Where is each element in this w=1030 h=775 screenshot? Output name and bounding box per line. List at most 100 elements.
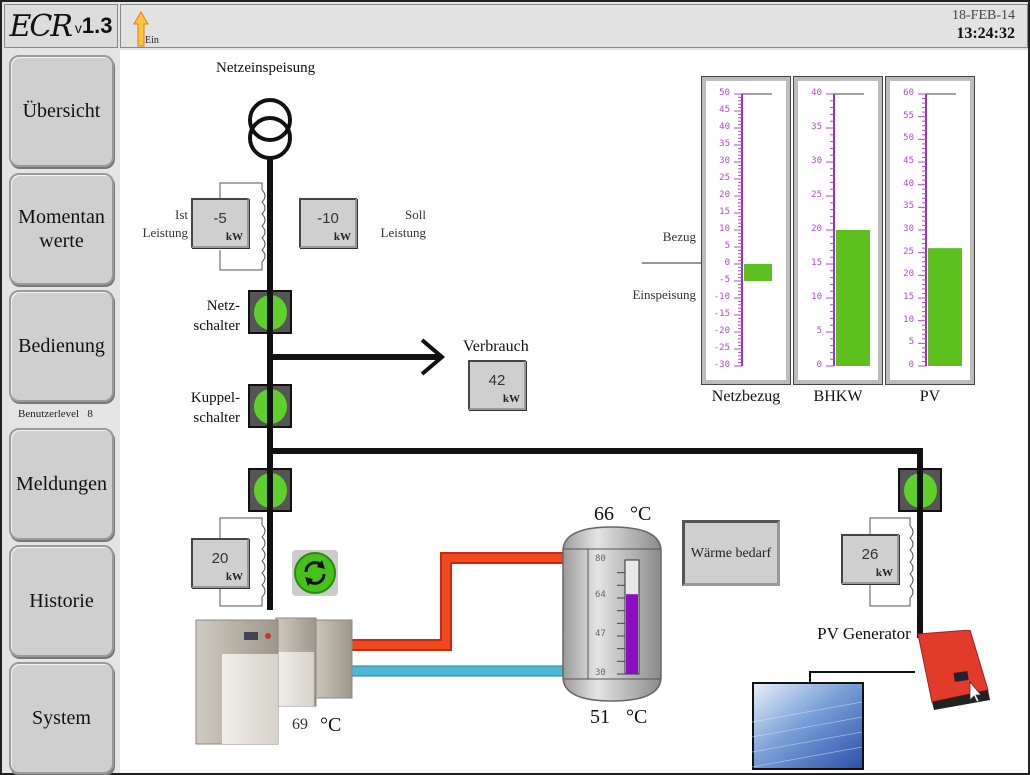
bhkw-power-value: 20 [211,550,229,567]
pv-switch[interactable] [898,468,942,512]
ein-label: Ein [145,35,159,46]
gauge-tick-label: 25 [811,190,822,200]
pv-inverter-image [917,630,990,710]
gauge-tick-label: -20 [713,326,730,336]
gauge-tick-label: -30 [713,360,730,370]
top-bar: Ein 18-FEB-14 13:24:32 [120,4,1028,48]
refresh-button[interactable] [292,550,338,596]
nav-system[interactable]: System [9,662,114,774]
gauge-name-pv: PV [919,388,941,405]
gauge-tick-label: 50 [719,88,730,98]
gauge-tick-label: 15 [719,207,730,217]
tank-bottom-temp-unit: °C [626,706,648,728]
nav-historie[interactable]: Historie [9,545,114,657]
gauge-tick-label: 30 [811,156,822,166]
version-label: v1.3 [75,13,113,39]
einspeisung-label: Einspeisung [632,287,696,302]
solar-panel-image [752,682,864,770]
soll-leistung-label: Soll Leistung [380,207,427,240]
consumption-value-box: 42 kW [468,360,526,410]
bhkw-temp-unit: °C [320,714,342,736]
gauge-tick-label: -15 [713,309,730,319]
ist-value: -5 [213,210,227,227]
pv-bus-line [270,448,922,454]
gauge-tick-label: 20 [811,224,822,234]
heat-demand-button[interactable]: Wärme bedarf [682,520,780,586]
pv-coil-icon [909,525,914,599]
gauge-tick-label: 30 [719,156,730,166]
pv-power-box: 26 kW [841,534,899,584]
consumption-unit: kW [502,393,520,405]
tank-scale-label: 80 [595,554,606,564]
mouse-cursor-icon [969,680,982,703]
grid-feed-label: Netzeinspeisung [216,60,316,76]
version-prefix: v [74,20,82,36]
gauge-tick-label: 40 [811,88,822,98]
ist-coil-icon [261,189,266,263]
bhkw-coil-icon [261,524,266,598]
bhkw-temp-value: 69 [292,716,308,733]
nav-bedienung[interactable]: Bedienung [9,290,114,402]
gauge-tick-label: 0 [724,258,730,268]
kuppel-switch[interactable] [248,384,292,428]
gauge-tick-label: 60 [903,88,914,98]
gauge-tick-label: 10 [811,292,822,302]
ein-arrow-icon[interactable] [133,11,149,47]
gauge-tick-label: 10 [903,314,914,325]
storage-tank [562,526,662,702]
tank-level-bar [626,594,638,674]
gauge-tick-label: 5 [724,241,730,251]
ist-value-box: -5 kW [191,198,249,248]
gauge-tick-label: 55 [903,110,914,121]
pv-power-value: 26 [861,546,879,563]
gauge-tick-label: -25 [713,343,730,353]
nav-meldungen[interactable]: Meldungen [9,428,114,540]
bhkw-switch[interactable] [248,468,292,512]
gauge-tick-label: 40 [719,122,730,132]
gauge-tick-label: 0 [816,360,822,370]
pv-vertical-line [917,448,923,638]
consumption-label: Verbrauch [463,338,529,355]
main-diagram: Netzeinspeisung Ist Leistung -5 kW -10 k… [120,50,1028,773]
ist-unit: kW [225,231,243,243]
tank-scale-label: 64 [595,590,606,601]
gauge-tick-label: 10 [719,224,730,234]
nav-uebersicht[interactable]: Übersicht [9,55,114,167]
transformer-top-icon [248,98,292,142]
bhkw-power-unit: kW [225,571,243,583]
nav-momentanwerte[interactable]: Momentan werte [9,173,114,285]
gauge-tick-label: 30 [903,224,914,234]
gauge-tick-label: 40 [903,178,914,189]
gauge-tick-label: 5 [816,326,822,336]
gauge-tick-label: 35 [811,122,822,132]
soll-value-box[interactable]: -10 kW [299,198,357,248]
gauge-tick-label: 25 [903,246,914,257]
bezug-label: Bezug [662,229,696,244]
kuppel-switch-label: Kuppel- schalter [190,390,240,426]
tank-top-temp-unit: °C [630,503,652,525]
app-logo: ECR v1.3 [4,4,118,48]
netz-switch[interactable] [248,290,292,334]
gauge-name-bhkw: BHKW [813,388,863,405]
gauge-netzbezug [701,76,791,385]
user-level-label: Benutzerlevel [18,408,80,420]
gauge-tick-label: 45 [903,156,914,166]
time-display: 13:24:32 [956,25,1015,42]
gauge-tick-label: 25 [719,173,730,183]
gauge-tick-label: -5 [719,275,730,285]
gauge-tick-label: 15 [811,258,822,268]
gauge-tick-label: -10 [713,292,730,302]
gauge-tick-label: 20 [903,269,914,280]
soll-value: -10 [317,210,339,227]
consumption-arrow-icon [420,338,446,376]
pv-generator-label: PV Generator [817,624,911,643]
netz-switch-label: Netz- schalter [193,298,240,334]
version-number: 1.3 [81,13,113,38]
bhkw-unit-image [195,617,353,745]
tank-top-temp-value: 66 [594,503,614,525]
gauge-tick-label: 50 [903,133,914,144]
gauge-tick-label: 5 [908,337,914,348]
gauge-tick-label: 45 [719,105,730,115]
bhkw-power-box: 20 kW [191,538,249,588]
